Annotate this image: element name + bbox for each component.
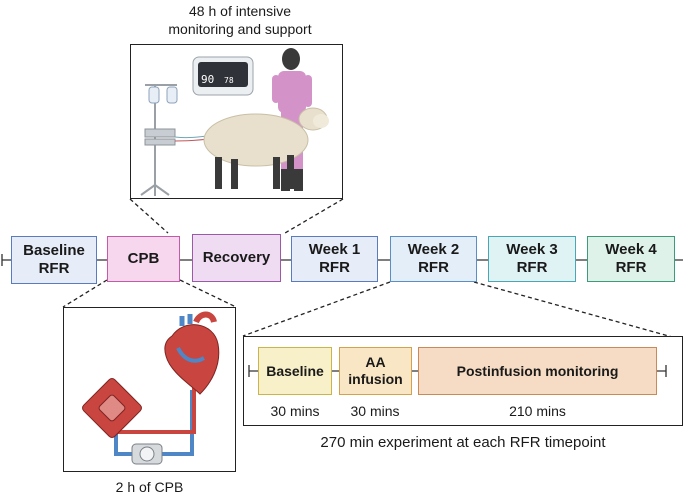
oxygenator-icon — [82, 378, 142, 438]
phase-baseline: Baseline — [258, 347, 332, 395]
monitor-spo2: 78 — [224, 76, 234, 85]
cpb-illustration — [82, 311, 220, 465]
stage-label-line2: RFR — [516, 259, 548, 276]
stage-label-line1: Week 1 — [308, 241, 361, 258]
stage-week-3: Week 3 RFR — [488, 236, 576, 282]
pump-icon — [131, 443, 163, 465]
phase-duration-baseline: 30 mins — [270, 403, 320, 419]
monitoring-caption-line1: 48 h of intensive — [189, 3, 291, 19]
phase-duration-aa-infusion: 30 mins — [350, 403, 400, 419]
phase-postinfusion-monitoring: Postinfusion monitoring — [418, 347, 657, 395]
stage-label-line1: Week 2 — [407, 241, 460, 258]
stage-label-line2: RFR — [319, 259, 350, 276]
stage-baseline-rfr: Baseline RFR — [11, 236, 97, 284]
heart-icon — [164, 311, 220, 395]
cpb-panel — [63, 307, 236, 472]
stage-week-2: Week 2 RFR — [390, 236, 477, 282]
iv-stand-icon — [140, 84, 178, 196]
stage-label-line2: RFR — [38, 260, 70, 277]
phase-label-line1: AA — [365, 354, 386, 370]
stage-recovery: Recovery — [192, 234, 281, 282]
monitoring-caption: 48 h of intensive monitoring and support — [120, 2, 360, 38]
stage-label-line1: Baseline — [23, 242, 85, 259]
monitor-hr: 90 — [201, 73, 214, 86]
monitoring-caption-line2: monitoring and support — [168, 21, 312, 37]
stage-label-line1: Recovery — [202, 249, 271, 266]
cpb-caption: 2 h of CPB — [115, 479, 184, 495]
stage-label-line1: Week 4 — [605, 241, 657, 258]
phase-duration-postinfusion: 210 mins — [509, 403, 566, 419]
sheep-icon — [203, 107, 329, 189]
monitoring-illustration: 90 78 — [140, 48, 329, 196]
stage-label-line2: RFR — [615, 259, 647, 276]
phase-aa-infusion: AA infusion — [339, 347, 412, 395]
monitoring-panel: 90 78 — [130, 44, 343, 199]
stage-label-line1: CPB — [127, 250, 160, 267]
experiment-caption: 270 min experiment at each RFR timepoint — [320, 434, 606, 451]
stage-cpb: CPB — [107, 236, 180, 282]
stage-label-line2: RFR — [418, 259, 449, 276]
stage-label-line1: Week 3 — [506, 241, 558, 258]
phase-label-line2: infusion — [348, 371, 403, 387]
patient-monitor-icon: 90 78 — [192, 56, 254, 96]
phase-label: Postinfusion monitoring — [456, 362, 619, 379]
stage-week-4: Week 4 RFR — [587, 236, 675, 282]
stage-week-1: Week 1 RFR — [291, 236, 378, 282]
phase-label: Baseline — [266, 362, 324, 379]
